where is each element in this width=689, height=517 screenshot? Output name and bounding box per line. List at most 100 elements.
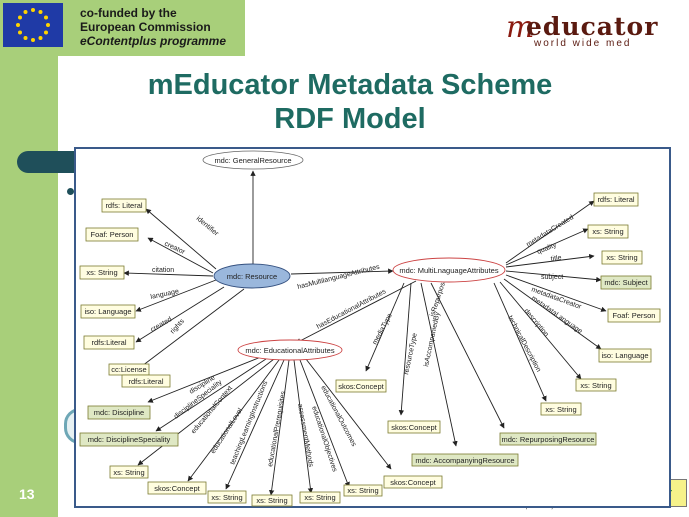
logo-name: educator	[526, 12, 659, 41]
edge-label-has-educational: hasEducationalAttributes	[316, 288, 388, 331]
slide-title: mEducator Metadata Scheme RDF Model	[60, 68, 640, 136]
box-discipline	[87, 405, 151, 420]
title-line-2: RDF Model	[274, 103, 426, 135]
box-label: rdfs: Literal	[597, 195, 634, 204]
edge-label-subject: subject	[541, 274, 563, 281]
box-xs-string-b1	[109, 465, 149, 479]
edge-line	[503, 278, 602, 350]
box-label: xs: String	[347, 486, 378, 495]
edge-line	[293, 359, 314, 494]
box-discipline-speciality	[79, 432, 179, 447]
eu-stars-icon	[3, 3, 63, 47]
box-label: skos:Concept	[338, 382, 384, 391]
edge-label-is-accompanied-by: isAccompaniedBy	[423, 311, 442, 367]
edge-line	[145, 208, 217, 270]
meducator-logo: m educator world wide med	[506, 10, 676, 49]
box-label: mdc: AccompanyingResource	[415, 456, 514, 465]
box-label: skos:Concept	[154, 484, 200, 493]
node-resource	[213, 263, 291, 289]
funding-plus: plus	[132, 34, 157, 48]
box-label: xs: String	[592, 227, 623, 236]
box-xs-string-r3	[575, 378, 617, 392]
edge-line	[268, 359, 290, 496]
edge-line	[505, 253, 595, 268]
box-skos-concept-2	[387, 420, 441, 434]
box-foaf-person-1	[85, 227, 139, 242]
box-xs-string-b4	[299, 491, 341, 504]
box-accompanying	[411, 453, 519, 467]
node-educational-label: mdc: EducationalAttributes	[245, 346, 334, 355]
edge-line	[135, 286, 225, 343]
edge-line	[155, 358, 267, 432]
box-rdfs-literal-1	[101, 198, 147, 213]
box-label: Foaf: Person	[91, 230, 134, 239]
box-label: skos:Concept	[391, 423, 437, 432]
logo-tagline: world wide med	[534, 38, 632, 49]
node-general-resource-label: mdc: GeneralResource	[214, 156, 291, 165]
box-label: xs: String	[86, 268, 117, 277]
box-label: rdfs: Literal	[105, 201, 142, 210]
edge-line	[505, 274, 607, 312]
box-skos-concept-b	[147, 481, 207, 495]
box-label: xs: String	[606, 253, 637, 262]
edge-line	[505, 270, 602, 283]
box-label: mdc: RepurposingResource	[502, 435, 595, 444]
box-xs-string-r4	[540, 402, 582, 416]
title-line-1: mEducator Metadata Scheme	[147, 69, 553, 101]
box-label: rdfs:Literal	[128, 377, 163, 386]
slide-number: 13	[19, 486, 35, 502]
edge-line	[365, 282, 405, 372]
box-label: skos:Concept	[390, 478, 436, 487]
edge-line	[290, 268, 394, 275]
edge-label-identifier: identifier	[195, 215, 220, 238]
edge-label-citation: citation	[152, 267, 174, 274]
edge-line	[505, 200, 595, 264]
box-rdfs-literal-3	[121, 374, 171, 388]
box-skos-concept-b2	[383, 475, 443, 489]
edge-line	[137, 288, 245, 370]
box-xs-string-r2	[601, 250, 643, 265]
box-xs-string-b3	[251, 494, 293, 507]
edge-line	[505, 228, 589, 266]
edge-line	[187, 359, 280, 482]
edge-line	[420, 282, 458, 447]
box-label: iso: Language	[84, 307, 131, 316]
edge-label-quality: quality	[536, 242, 558, 256]
box-label: mdc: Subject	[604, 278, 648, 287]
edge-label-assessment-methods: assessmentMethods	[296, 403, 314, 468]
edge-line	[147, 237, 214, 274]
box-label: mdc: Discipline	[94, 408, 144, 417]
edge-line	[295, 280, 417, 344]
funding-line-2: European Commission	[80, 20, 211, 34]
edge-line	[147, 356, 262, 403]
box-label: cc:License	[111, 365, 146, 374]
funding-line-1: co-funded by the	[80, 6, 177, 20]
box-skos-concept-1	[335, 379, 387, 393]
bullet-icon	[67, 188, 74, 195]
edge-line	[305, 358, 392, 470]
edge-line	[499, 281, 582, 380]
box-label: xs: String	[580, 381, 611, 390]
box-iso-language-r	[598, 348, 652, 363]
box-foaf-person-r	[607, 308, 661, 323]
edge-label-has-multilanguage: hasMultilanguageAttributes	[297, 264, 381, 291]
rdf-model-diagram: identifier creator citation language cre…	[74, 147, 671, 508]
box-xs-string-b2	[207, 490, 247, 504]
box-xs-string-b5	[343, 484, 383, 497]
box-label: xs: String	[113, 468, 144, 477]
edge-line	[398, 282, 412, 416]
edge-line	[123, 270, 214, 277]
box-rdfs-literal-2	[83, 335, 135, 350]
title-underline-dark	[17, 151, 77, 173]
logo-mark: m	[506, 10, 535, 45]
node-general-resource	[202, 150, 304, 170]
edge-line	[225, 359, 285, 490]
funding-line-3: eContentplus programme	[80, 34, 226, 48]
edge-label-media-type: mediaType	[372, 312, 394, 346]
edge-label-creator: creator	[163, 240, 186, 256]
box-label: xs: String	[256, 496, 287, 505]
box-label: xs: String	[545, 405, 576, 414]
edge-line	[299, 359, 350, 488]
box-label: Foaf: Person	[613, 311, 656, 320]
rdf-diagram-svg: identifier creator citation language cre…	[79, 150, 661, 507]
